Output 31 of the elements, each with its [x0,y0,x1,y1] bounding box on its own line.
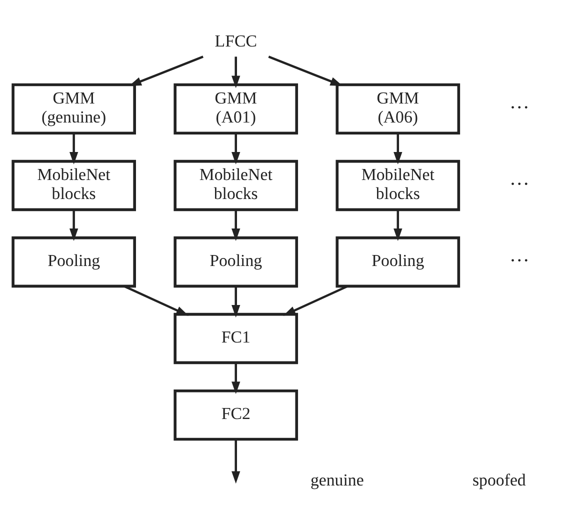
node-box: FC2 [174,389,298,441]
arrow [268,56,343,86]
arrow [232,286,240,318]
arrow [283,285,348,316]
arrow [232,133,240,164]
node-box: Pooling [12,236,136,288]
label: spoofed [472,470,526,490]
arrow [128,56,204,86]
node-box: MobileNet blocks [336,160,460,212]
arrow [69,133,78,164]
node-box: MobileNet blocks [12,160,136,212]
label: ··· [509,250,530,272]
arrow [394,133,402,164]
arrow [69,210,78,241]
arrow [232,439,240,484]
arrow [124,285,189,316]
arrow [232,362,240,394]
label: ··· [509,173,530,196]
node-box: GMM (genuine) [12,83,136,135]
arrow [394,210,402,241]
label: genuine [310,470,364,490]
node-box: Pooling [336,236,460,288]
arrow [232,56,240,88]
label: ··· [509,96,530,119]
arrow [232,210,240,241]
node-box: MobileNet blocks [174,160,298,212]
node-text: LFCC [214,32,257,51]
node-box: Pooling [174,236,298,288]
node-box: GMM (A01) [174,83,298,135]
node-box: FC1 [174,312,298,364]
node-box: GMM (A06) [336,83,460,135]
